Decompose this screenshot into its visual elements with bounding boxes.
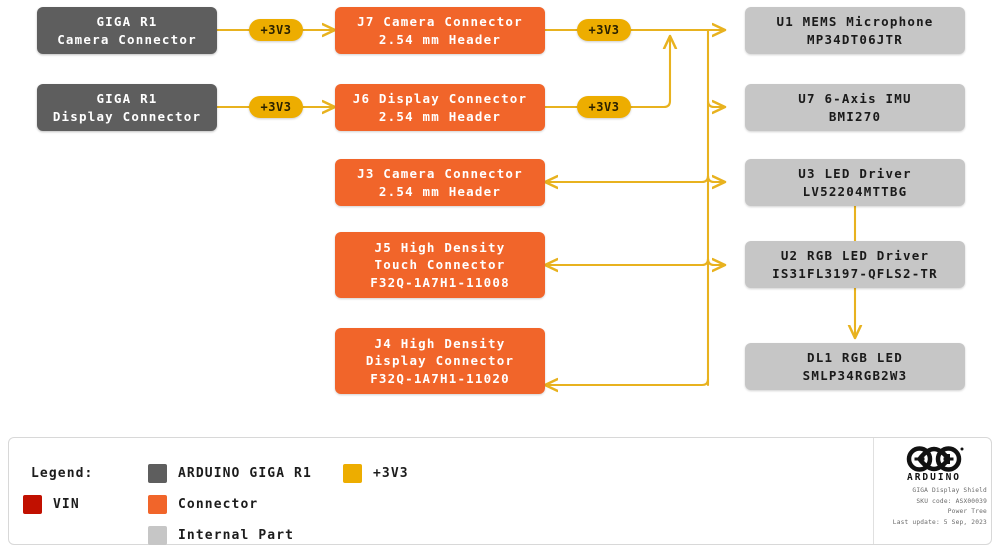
node-line: U2 RGB LED Driver: [780, 248, 930, 264]
meta-doc-type: Power Tree: [947, 508, 987, 516]
panel-divider: [873, 438, 874, 544]
rail-badge-j7-3v3[interactable]: +3V3: [577, 19, 631, 41]
legend-item-internal-part: Internal Part: [148, 526, 294, 545]
node-line: Camera Connector: [57, 31, 197, 47]
rail-badge-camera-3v3[interactable]: +3V3: [249, 19, 303, 41]
node-line: J4 High Density: [374, 336, 506, 352]
legend-label: VIN: [53, 497, 80, 512]
node-giga-display-connector[interactable]: GIGA R1 Display Connector: [37, 84, 217, 131]
node-j5-high-density-touch-connector[interactable]: J5 High Density Touch Connector F32Q-1A7…: [335, 232, 545, 298]
legend-item-vin: VIN: [23, 495, 80, 514]
legend-title: Legend:: [31, 466, 94, 481]
legend-item-arduino-giga-r1: ARDUINO GIGA R1: [148, 464, 312, 483]
node-j6-display-connector[interactable]: J6 Display Connector 2.54 mm Header: [335, 84, 545, 131]
meta-product: GIGA Display Shield: [912, 487, 987, 494]
node-j3-camera-connector[interactable]: J3 Camera Connector 2.54 mm Header: [335, 159, 545, 206]
wire-bus-to-u3: [706, 176, 725, 182]
wire-bus-to-u2: [706, 259, 725, 265]
legend-swatch-arduino-giga-r1: [148, 464, 167, 483]
node-line: Display Connector: [365, 353, 515, 369]
rail-label: +3V3: [260, 23, 292, 37]
node-line: J6 Display Connector: [352, 91, 528, 107]
node-line: Touch Connector: [374, 257, 506, 273]
wire-bus-to-u7: [706, 101, 725, 107]
rail-label: +3V3: [588, 23, 620, 37]
node-line: IS31FL3197-QFLS2-TR: [772, 265, 938, 281]
node-line: Display Connector: [52, 108, 202, 124]
legend-swatch-internal-part: [148, 526, 167, 545]
rail-label: +3V3: [588, 100, 620, 114]
arduino-brand-block: ARDUINO GIGA Display Shield SKU code: AS…: [875, 438, 993, 544]
legend-items: ARDUINO GIGA R1 +3V3 VIN Connector Inter…: [9, 438, 869, 545]
node-line: F32Q-1A7H1-11008: [370, 274, 510, 290]
arduino-infinity-logo: [906, 446, 964, 472]
node-line: GIGA R1: [96, 14, 158, 30]
node-line: DL1 RGB LED: [807, 350, 903, 366]
node-line: LV52204MTTBG: [802, 183, 908, 199]
node-line: BMI270: [828, 108, 882, 124]
node-line: J3 Camera Connector: [357, 166, 523, 182]
node-line: U7 6-Axis IMU: [798, 91, 912, 107]
node-line: J5 High Density: [374, 240, 506, 256]
rail-label: +3V3: [260, 100, 292, 114]
node-line: 2.54 mm Header: [378, 108, 502, 124]
node-dl1-rgb-led[interactable]: DL1 RGB LED SMLP34RGB2W3: [745, 343, 965, 390]
wire-rail-j6-up-to-bus: [629, 36, 670, 109]
legend-label: +3V3: [373, 466, 409, 481]
legend-swatch-vin: [23, 495, 42, 514]
node-u1-mems-microphone[interactable]: U1 MEMS Microphone MP34DT06JTR: [745, 7, 965, 54]
node-u2-rgb-led-driver[interactable]: U2 RGB LED Driver IS31FL3197-QFLS2-TR: [745, 241, 965, 288]
node-line: F32Q-1A7H1-11020: [370, 370, 510, 386]
rail-badge-display-3v3[interactable]: +3V3: [249, 96, 303, 118]
node-u3-led-driver[interactable]: U3 LED Driver LV52204MTTBG: [745, 159, 965, 206]
node-line: 2.54 mm Header: [378, 183, 502, 199]
arduino-wordmark: ARDUINO: [906, 472, 962, 483]
wire-bus-to-j3: [545, 176, 710, 182]
node-line: GIGA R1: [96, 91, 158, 107]
rail-badge-j6-3v3[interactable]: +3V3: [577, 96, 631, 118]
node-line: J7 Camera Connector: [357, 14, 523, 30]
node-j4-high-density-display-connector[interactable]: J4 High Density Display Connector F32Q-1…: [335, 328, 545, 394]
node-line: MP34DT06JTR: [807, 31, 903, 47]
legend-label: Connector: [178, 497, 259, 512]
legend-swatch-3v3: [343, 464, 362, 483]
meta-sku: SKU code: ASX00039: [916, 497, 987, 505]
meta-updated: Last update: 5 Sep, 2023: [892, 518, 987, 526]
node-u7-6-axis-imu[interactable]: U7 6-Axis IMU BMI270: [745, 84, 965, 131]
node-line: SMLP34RGB2W3: [802, 367, 908, 383]
node-giga-camera-connector[interactable]: GIGA R1 Camera Connector: [37, 7, 217, 54]
node-line: 2.54 mm Header: [378, 31, 502, 47]
node-j7-camera-connector[interactable]: J7 Camera Connector 2.54 mm Header: [335, 7, 545, 54]
wire-bus-to-j5: [545, 259, 710, 265]
node-line: U1 MEMS Microphone: [776, 14, 934, 30]
document-meta: GIGA Display Shield SKU code: ASX00039 P…: [875, 486, 987, 529]
legend-panel: Legend: ARDUINO GIGA R1 +3V3 VIN Connect…: [8, 437, 992, 545]
legend-label: Internal Part: [178, 528, 295, 543]
legend-label: ARDUINO GIGA R1: [178, 466, 312, 481]
legend-item-connector: Connector: [148, 495, 258, 514]
legend-item-3v3: +3V3: [343, 464, 409, 483]
wire-bus-to-j4: [545, 379, 710, 385]
legend-swatch-connector: [148, 495, 167, 514]
node-line: U3 LED Driver: [798, 166, 912, 182]
